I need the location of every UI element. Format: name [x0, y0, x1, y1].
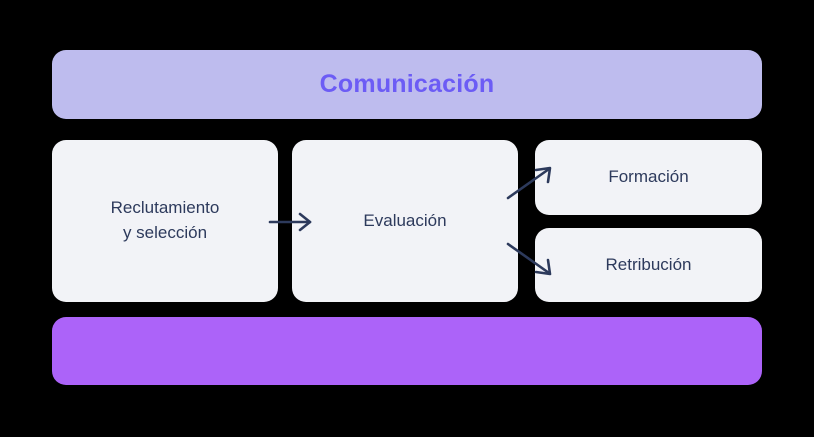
node-formacion[interactable]: Formación	[535, 140, 762, 215]
node-reclutamiento-y-seleccion-label: Reclutamiento y selección	[110, 198, 220, 242]
node-retribucion[interactable]: Retribución	[535, 228, 762, 302]
node-evaluacion-label: Evaluación	[363, 210, 447, 230]
node-retribucion-label: Retribución	[605, 254, 692, 274]
banner-bottom	[52, 317, 762, 385]
node-evaluacion[interactable]: Evaluación	[292, 140, 518, 302]
node-formacion-label: Formación	[608, 167, 689, 187]
banner-comunicacion-label: Comunicación	[319, 70, 495, 98]
banner-comunicacion: Comunicación	[52, 50, 762, 119]
node-reclutamiento-y-seleccion[interactable]: Reclutamiento y selección	[52, 140, 278, 302]
